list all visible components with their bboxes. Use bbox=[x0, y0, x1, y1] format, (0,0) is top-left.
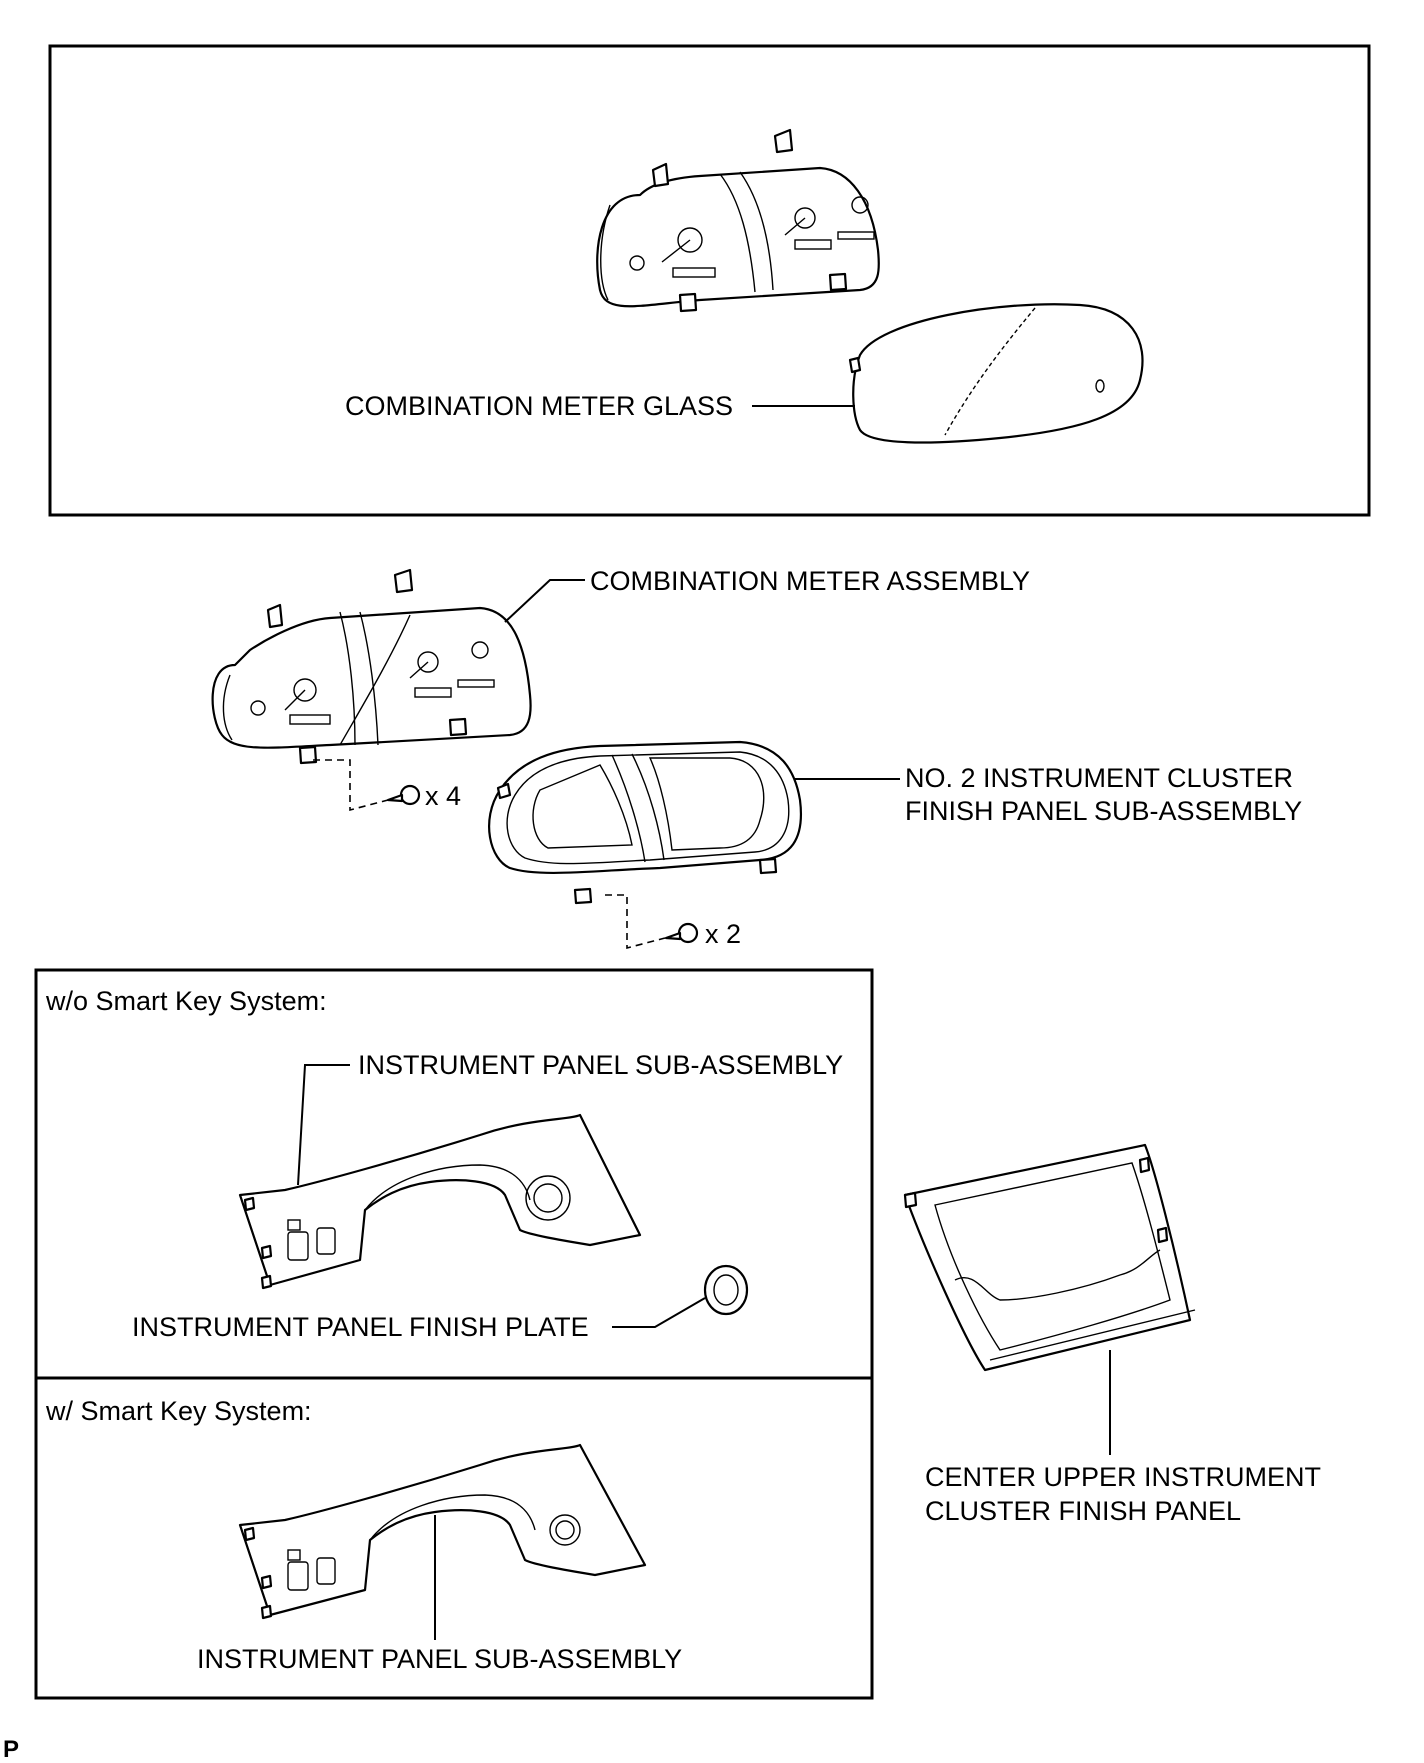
meter-glass-label: COMBINATION METER GLASS bbox=[345, 391, 733, 421]
ip-sub-assembly-top-leader bbox=[297, 1064, 350, 1186]
corner-mark: P bbox=[3, 1736, 19, 1763]
top-detail-frame bbox=[48, 44, 1371, 517]
no2-panel-label-line2: FINISH PANEL SUB-ASSEMBLY bbox=[905, 796, 1302, 826]
screw-icon-x4 bbox=[386, 784, 421, 806]
combination-meter-glass-illustration bbox=[848, 303, 1144, 444]
variant-detail-frame bbox=[34, 968, 874, 1700]
instrument-panel-finish-plate-illustration bbox=[703, 1264, 749, 1316]
instrument-panel-sub-assembly-w-illustration bbox=[238, 1443, 647, 1620]
screw-count-x4: x 4 bbox=[425, 781, 461, 811]
instrument-panel-sub-assembly-wo-illustration bbox=[238, 1113, 642, 1290]
no2-cluster-finish-panel-illustration bbox=[488, 740, 803, 905]
screw-x4-dashed-line bbox=[313, 759, 389, 812]
combination-meter-top-illustration bbox=[596, 128, 880, 313]
screw-icon-x2 bbox=[664, 922, 699, 944]
meter-assembly-leader bbox=[504, 579, 585, 623]
center-panel-label-line1: CENTER UPPER INSTRUMENT bbox=[925, 1462, 1321, 1492]
screw-count-x2: x 2 bbox=[705, 919, 741, 949]
ip-sub-assembly-bottom-label: INSTRUMENT PANEL SUB-ASSEMBLY bbox=[197, 1644, 682, 1674]
combination-meter-assembly-illustration bbox=[211, 568, 532, 765]
wo-smart-key-heading: w/o Smart Key System: bbox=[45, 986, 327, 1016]
ip-finish-plate-leader bbox=[612, 1297, 706, 1328]
w-smart-key-heading: w/ Smart Key System: bbox=[45, 1396, 312, 1426]
center-panel-label-line2: CLUSTER FINISH PANEL bbox=[925, 1496, 1241, 1526]
meter-assembly-label: COMBINATION METER ASSEMBLY bbox=[590, 566, 1030, 596]
ip-finish-plate-label: INSTRUMENT PANEL FINISH PLATE bbox=[132, 1312, 589, 1342]
center-upper-cluster-finish-panel-illustration bbox=[903, 1143, 1196, 1372]
screw-x2-dashed-line bbox=[605, 894, 666, 950]
ip-sub-assembly-top-label: INSTRUMENT PANEL SUB-ASSEMBLY bbox=[358, 1050, 843, 1080]
no2-panel-label-line1: NO. 2 INSTRUMENT CLUSTER bbox=[905, 763, 1293, 793]
